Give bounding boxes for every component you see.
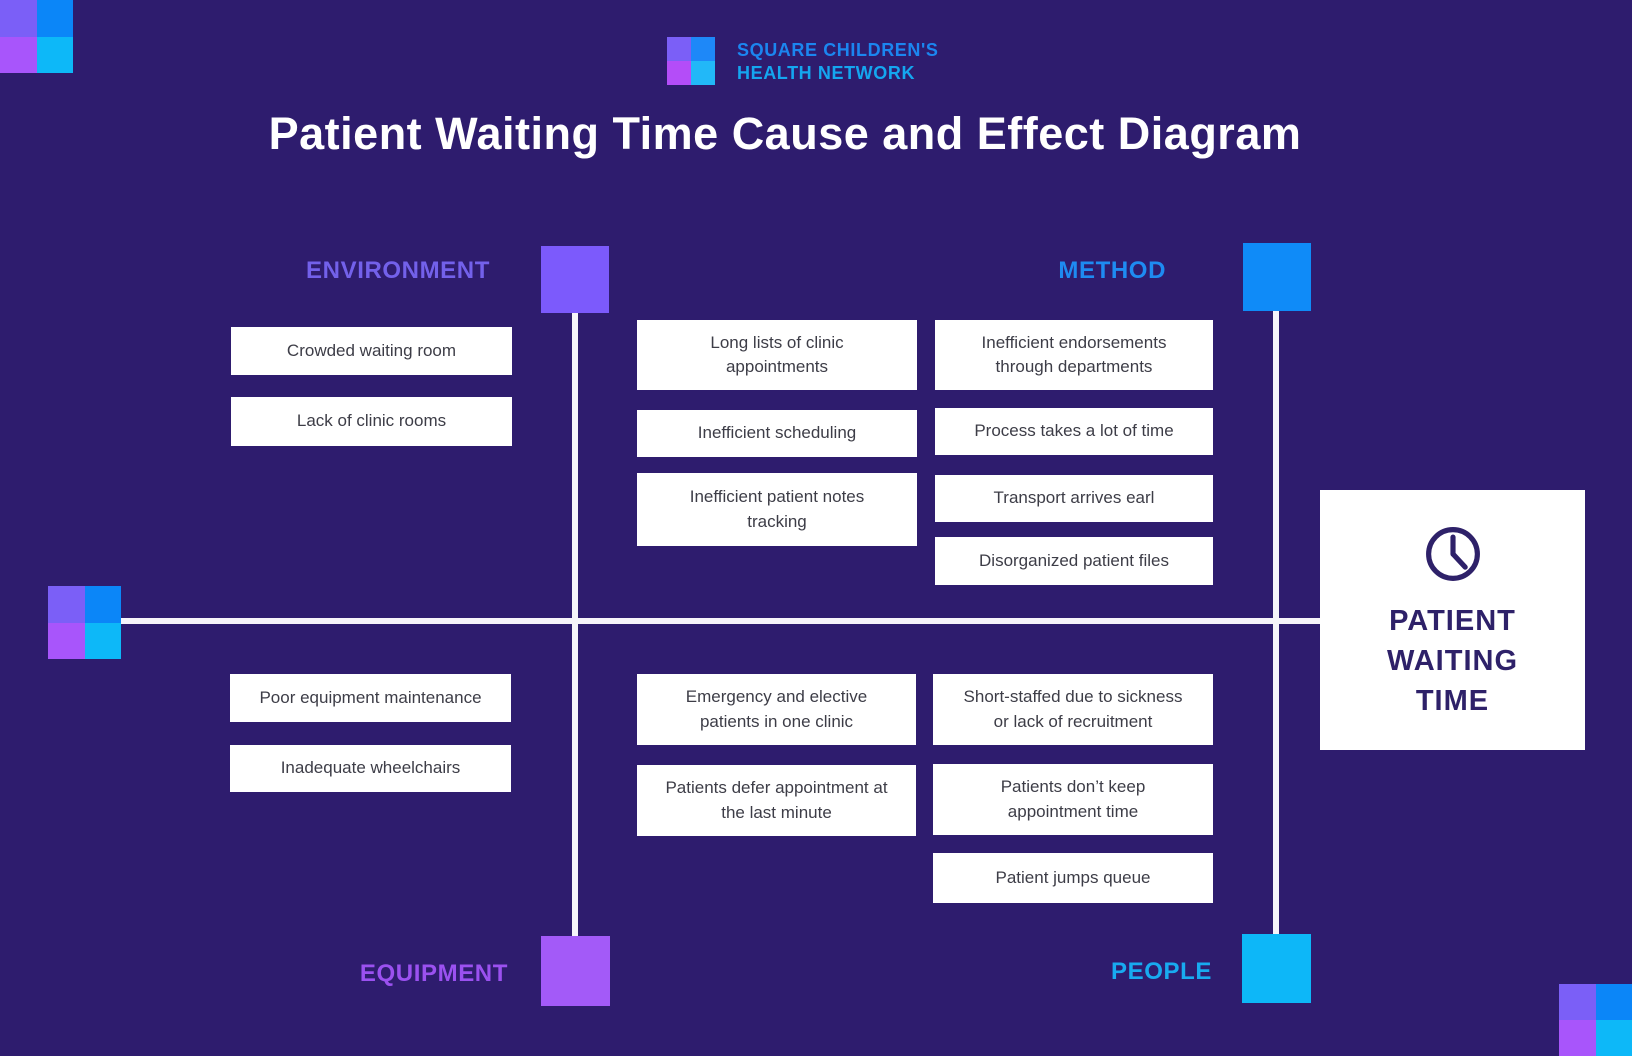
branch-line-left xyxy=(572,313,578,936)
deco-cell xyxy=(48,622,85,659)
effect-box: PATIENT WAITING TIME xyxy=(1320,490,1585,750)
brand-logo-icon xyxy=(667,37,715,85)
cause-box: Lack of clinic rooms xyxy=(231,397,512,446)
category-square-method xyxy=(1243,243,1311,311)
cause-box: Inadequate wheelchairs xyxy=(230,745,511,792)
cause-box: Inefficient patient notes tracking xyxy=(637,473,917,546)
effect-title-line: TIME xyxy=(1415,685,1490,717)
deco-squares-bottom-right xyxy=(1559,984,1632,1056)
category-label-method: METHOD xyxy=(1058,257,1166,284)
cause-box: Patients don’t keep appointment time xyxy=(933,764,1213,835)
page-title: Patient Waiting Time Cause and Effect Di… xyxy=(268,108,1302,159)
effect-title: PATIENT WAITING TIME xyxy=(1387,601,1518,721)
deco-squares-left-middle xyxy=(48,586,121,659)
cause-box: Patients defer appointment at the last m… xyxy=(637,765,916,836)
cause-box: Transport arrives earl xyxy=(935,475,1213,522)
cause-box: Poor equipment maintenance xyxy=(230,674,511,722)
deco-cell xyxy=(36,0,73,37)
deco-cell xyxy=(0,0,37,37)
deco-squares-top-left xyxy=(0,0,73,73)
deco-cell xyxy=(36,36,73,73)
spine-horizontal-line xyxy=(121,618,1320,624)
category-square-people xyxy=(1242,934,1311,1003)
deco-cell xyxy=(1595,1020,1632,1056)
deco-cell xyxy=(0,36,37,73)
cause-box: Crowded waiting room xyxy=(231,327,512,375)
category-label-equipment: EQUIPMENT xyxy=(359,960,508,987)
cause-box: Emergency and elective patients in one c… xyxy=(637,674,916,745)
cause-box: Patient jumps queue xyxy=(933,853,1213,903)
brand-name-line1: SQUARE CHILDREN'S xyxy=(737,40,939,60)
category-square-environment xyxy=(541,246,609,313)
deco-cell xyxy=(691,61,715,85)
deco-cell xyxy=(1595,984,1632,1020)
category-square-equipment xyxy=(541,936,610,1006)
deco-cell xyxy=(84,586,121,623)
cause-box: Inefficient scheduling xyxy=(637,410,917,457)
cause-box: Inefficient endorsements through departm… xyxy=(935,320,1213,390)
clock-icon xyxy=(1423,524,1483,589)
effect-title-line: WAITING xyxy=(1386,645,1519,677)
deco-cell xyxy=(1559,984,1596,1020)
cause-box: Disorganized patient files xyxy=(935,537,1213,585)
cause-box: Process takes a lot of time xyxy=(935,408,1213,455)
deco-cell xyxy=(667,61,691,85)
deco-cell xyxy=(48,586,85,623)
cause-box: Short-staffed due to sickness or lack of… xyxy=(933,674,1213,745)
deco-cell xyxy=(84,622,121,659)
effect-title-line: PATIENT xyxy=(1389,605,1516,637)
deco-cell xyxy=(1559,1020,1596,1056)
category-label-people: PEOPLE xyxy=(1111,958,1212,985)
cause-box: Long lists of clinic appointments xyxy=(637,320,917,390)
deco-cell xyxy=(667,37,691,61)
branch-line-right xyxy=(1273,311,1279,934)
category-label-environment: ENVIRONMENT xyxy=(306,257,490,284)
deco-cell xyxy=(691,37,715,61)
brand-name-line2: HEALTH NETWORK xyxy=(737,63,916,83)
